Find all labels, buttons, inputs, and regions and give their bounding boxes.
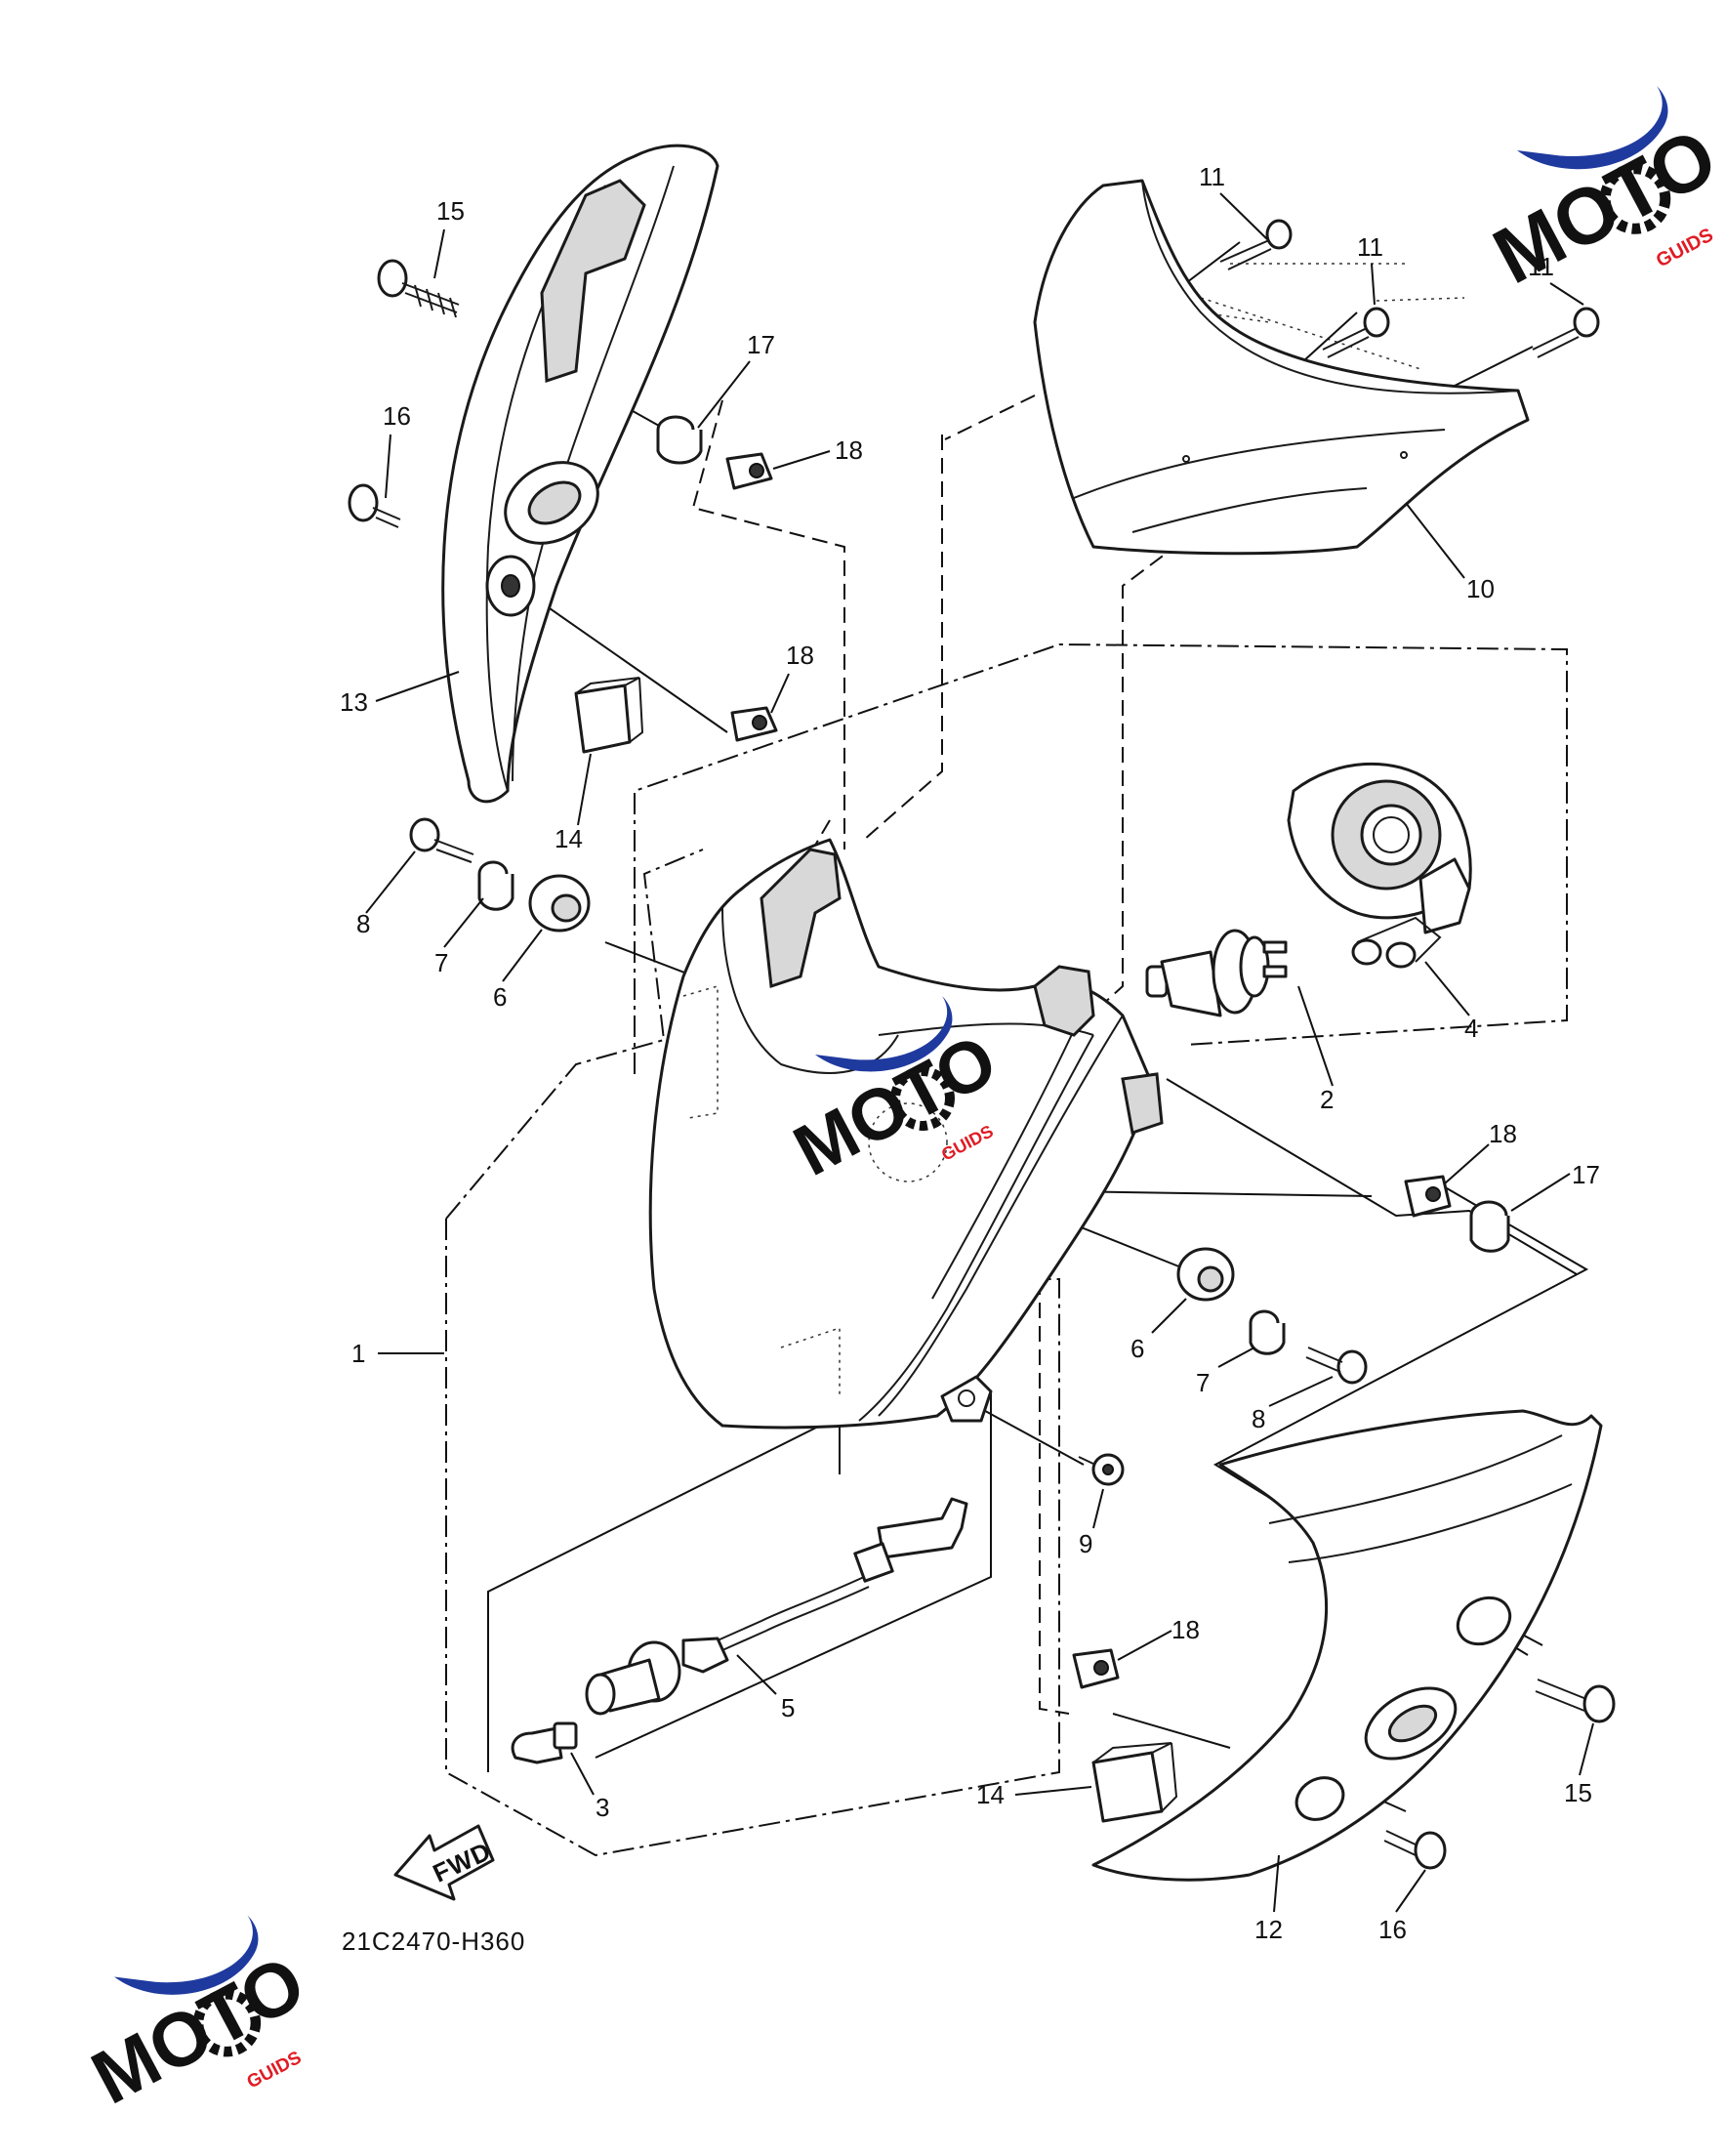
left-side-cover-13 (441, 144, 719, 804)
position-bulb-3 (511, 1721, 578, 1764)
callout-12: 12 (1254, 1915, 1283, 1944)
screw-11-c (1532, 307, 1600, 358)
screw-15-right (1535, 1679, 1616, 1723)
callout-10: 10 (1466, 574, 1495, 603)
screw-11-b (1322, 307, 1390, 358)
callout-8-upper: 8 (356, 909, 370, 938)
callout-3: 3 (596, 1793, 609, 1822)
callout-14-left: 14 (555, 824, 583, 853)
callout-15-left: 15 (436, 196, 465, 226)
callout-16-left: 16 (383, 401, 411, 431)
nut-18-lower (1072, 1648, 1120, 1689)
callout-18-middle: 18 (786, 641, 814, 670)
right-side-cover-12 (1091, 1409, 1603, 1882)
callout-17-left: 17 (747, 330, 775, 359)
callout-6-upper: 6 (493, 982, 507, 1012)
nut-18-upper (725, 452, 773, 490)
callout-leaders (365, 192, 1594, 1913)
callout-17-right: 17 (1572, 1160, 1600, 1189)
bulb-2 (1145, 929, 1288, 1017)
collar-7-upper (477, 860, 514, 911)
watermark-logo-bottom-left: MOTO GUIDS (79, 1915, 318, 2121)
callout-13: 13 (340, 687, 368, 717)
socket-harness-5 (585, 1497, 968, 1716)
callout-11-c: 11 (1528, 252, 1554, 281)
collar-17-right (1469, 1200, 1510, 1253)
visor-10 (1033, 179, 1530, 556)
screw-8-right (1305, 1347, 1368, 1385)
callout-18-lower: 18 (1171, 1615, 1200, 1644)
screw-9 (1078, 1453, 1125, 1486)
callout-11-b: 11 (1357, 232, 1383, 262)
callout-15-right: 15 (1564, 1778, 1592, 1807)
nut-18-middle (730, 706, 778, 742)
callout-18-right: 18 (1489, 1119, 1517, 1148)
nut-18-right-upper (1404, 1175, 1452, 1218)
screw-16-right (1383, 1830, 1447, 1870)
callout-18-upper: 18 (835, 435, 863, 465)
screw-11-a (1219, 219, 1293, 270)
swoosh-icon (1517, 86, 1668, 170)
screw-15-left (377, 259, 460, 318)
callout-16-right: 16 (1378, 1915, 1407, 1944)
swoosh-icon (114, 1915, 259, 1995)
fwd-arrow: FWD (393, 1824, 496, 1901)
logo-suffix: GUIDS (244, 2048, 306, 2094)
screw-8-upper (409, 817, 474, 863)
screw-16-left (348, 483, 401, 528)
collar-7-right (1249, 1309, 1286, 1355)
watermark-logo-top-right: MOTO GUIDS (1480, 86, 1726, 301)
pad-14-left (574, 677, 644, 754)
callout-6-right: 6 (1130, 1334, 1144, 1363)
gear-icon (890, 1066, 955, 1131)
gear-icon (192, 1989, 262, 2057)
callout-5: 5 (781, 1693, 795, 1722)
callout-9: 9 (1079, 1529, 1092, 1558)
headlight-unit-1 (648, 838, 1164, 1430)
dust-cover-4 (1287, 762, 1472, 969)
logo-suffix: GUIDS (1653, 225, 1717, 272)
callout-labels: 15 16 17 18 18 13 14 8 7 6 11 11 11 10 4… (340, 162, 1600, 1944)
part-code: 21C2470-H360 (342, 1927, 525, 1956)
callout-4: 4 (1464, 1014, 1478, 1043)
callout-11-a: 11 (1199, 162, 1225, 191)
callout-8-right: 8 (1252, 1404, 1265, 1433)
callout-1: 1 (351, 1339, 365, 1368)
swoosh-icon (815, 996, 953, 1072)
grommet-6-upper (528, 874, 591, 933)
callout-7-upper: 7 (434, 948, 448, 977)
collar-17-left (656, 415, 703, 465)
pad-14-right (1091, 1742, 1178, 1823)
callout-7-right: 7 (1196, 1368, 1210, 1397)
grommet-6-right (1176, 1247, 1235, 1302)
callout-2: 2 (1320, 1085, 1334, 1114)
gear-icon (1599, 163, 1671, 234)
callout-14-right: 14 (976, 1780, 1005, 1809)
